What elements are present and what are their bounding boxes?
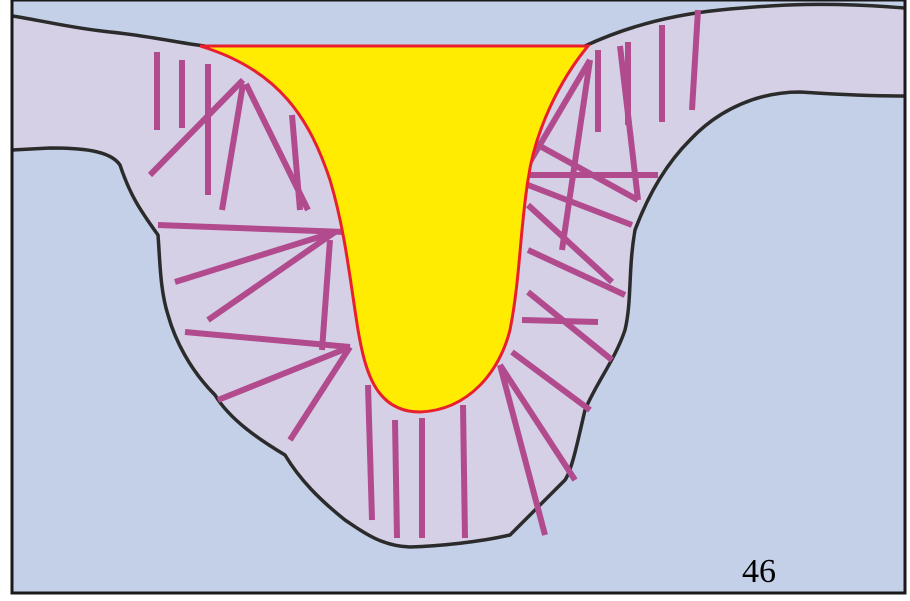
fiber-line — [368, 385, 372, 520]
fiber-line — [395, 420, 397, 538]
fiber-line — [463, 405, 465, 538]
page-number: 46 — [742, 552, 776, 592]
